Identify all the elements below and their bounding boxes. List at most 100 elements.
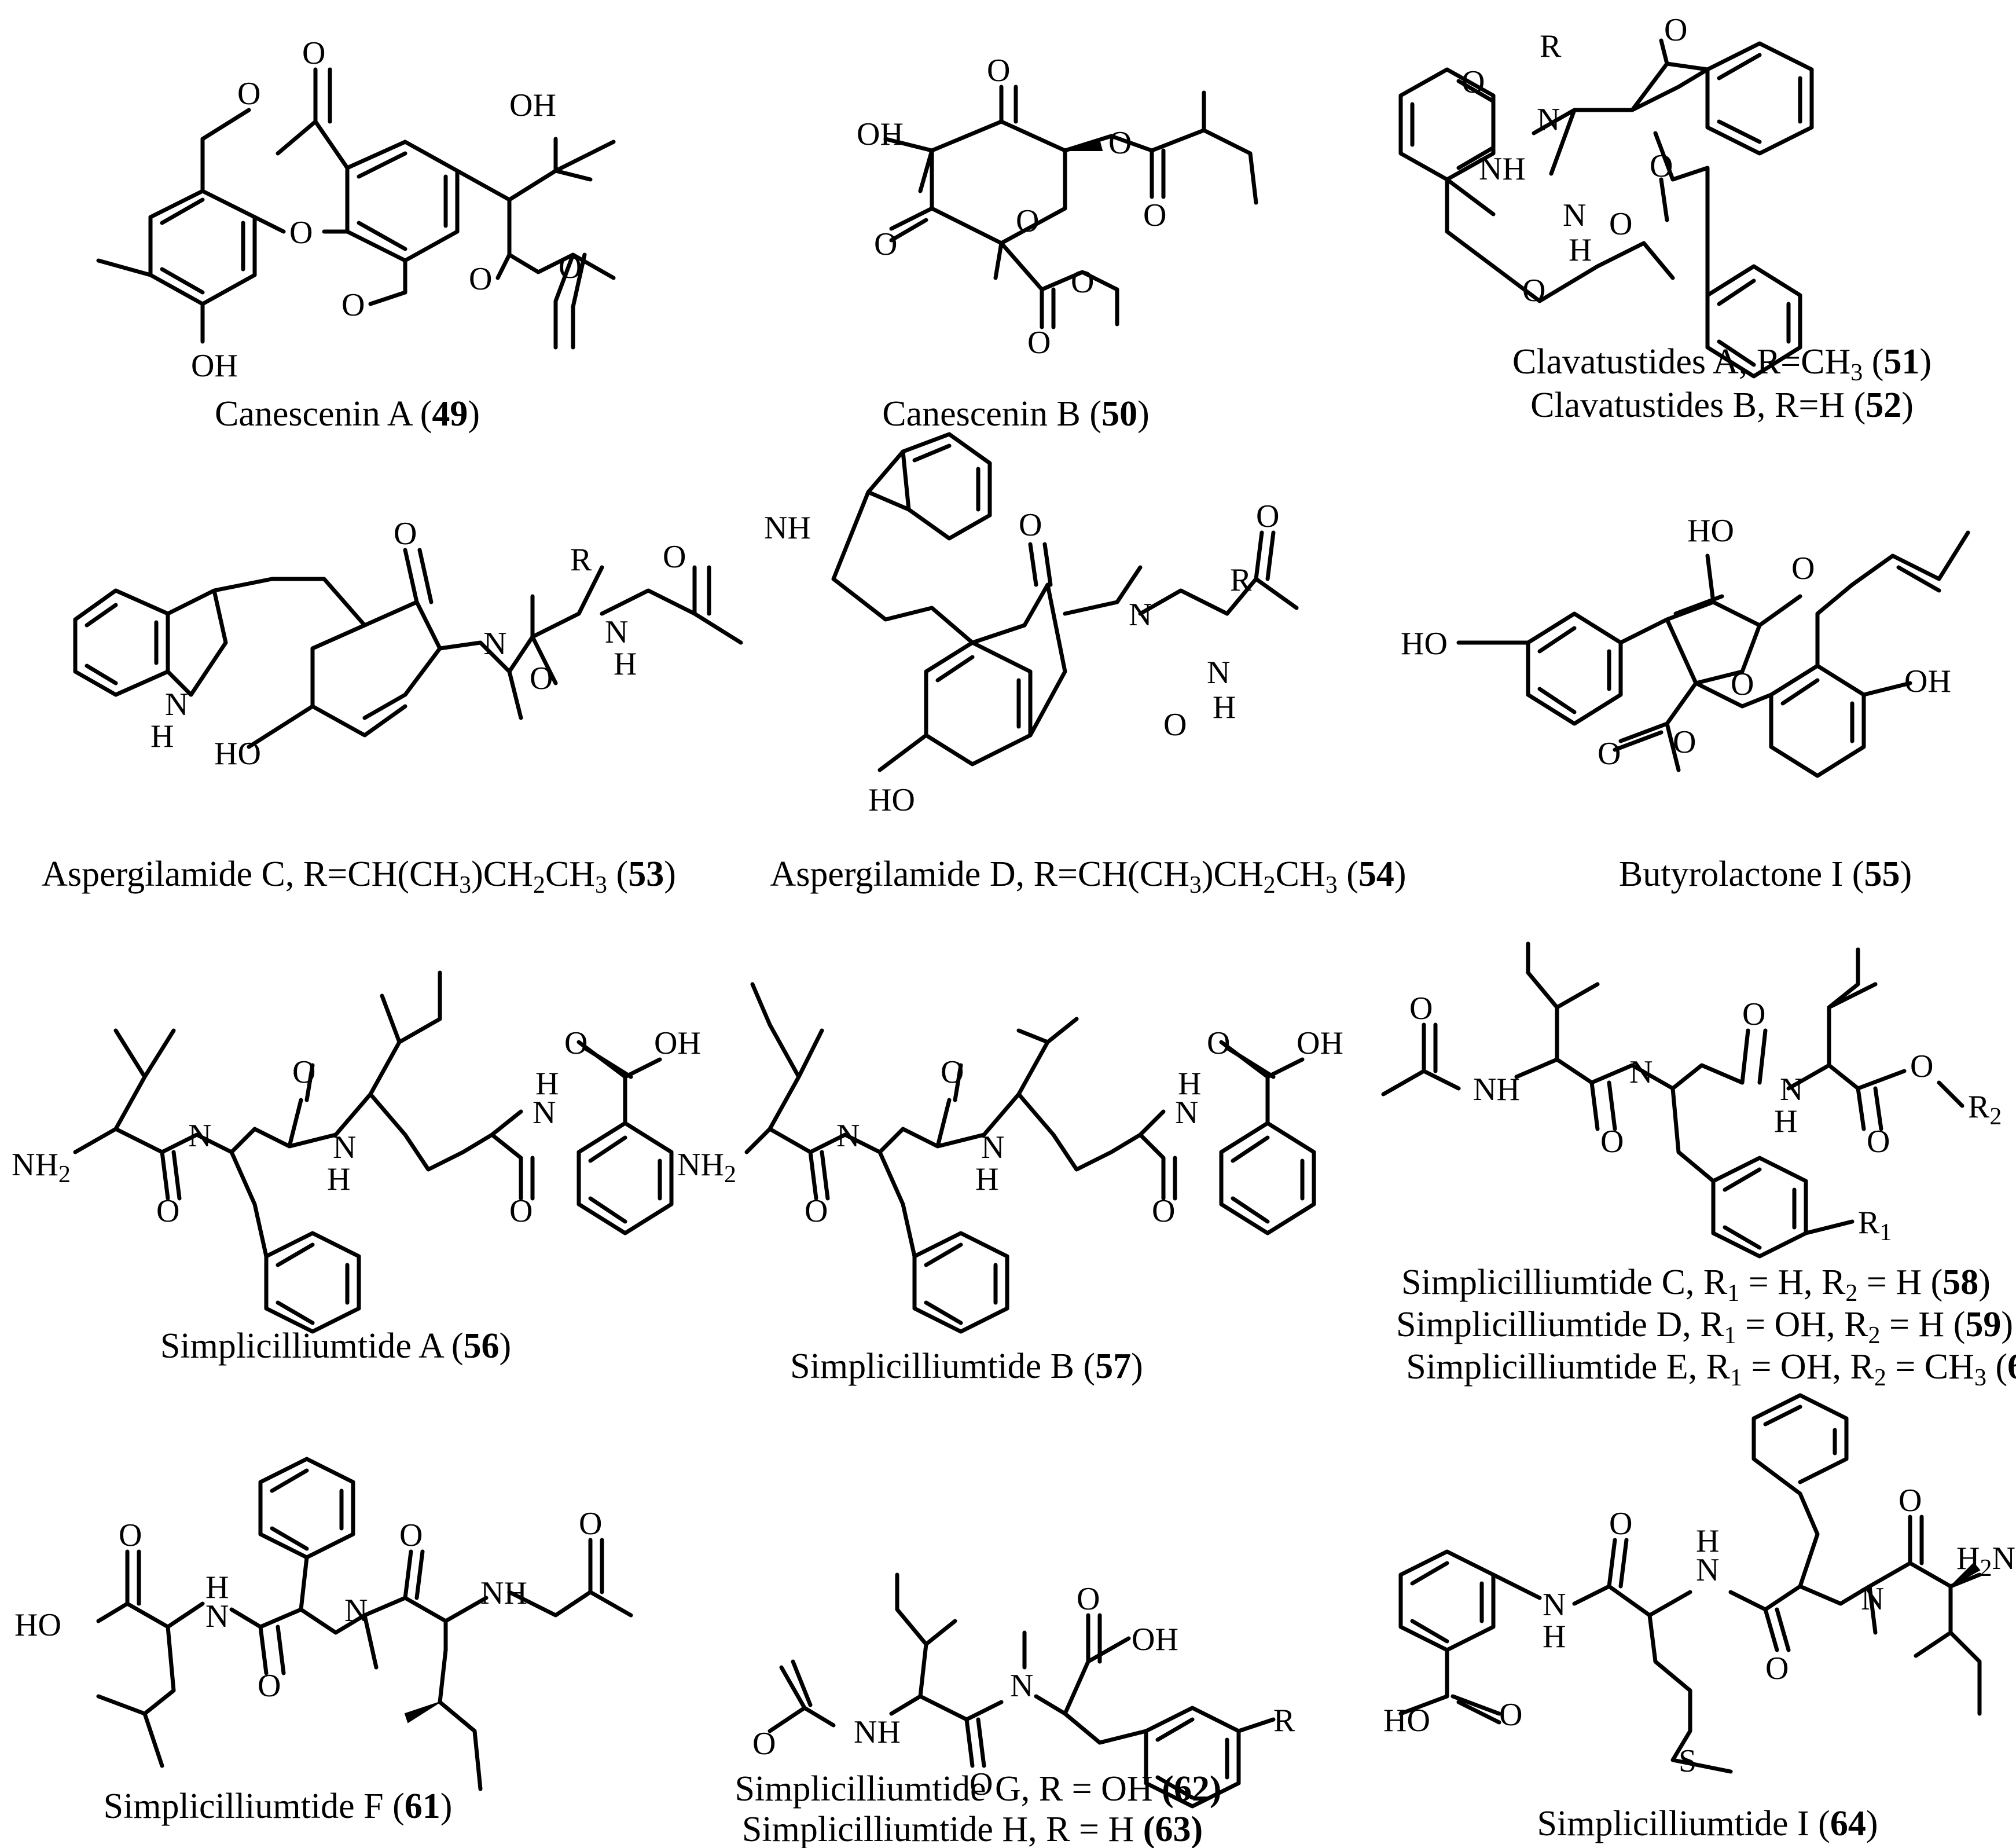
atom-ester-o: O [237,76,260,112]
atom-n-methyl: N [1010,1668,1033,1704]
atom-anilide-h: H [535,1066,559,1102]
atom-ester-o: O [1650,148,1673,184]
atom-n-methyl: N [344,1593,368,1629]
atom-oh: OH [191,348,238,384]
atom-o2: O [292,1054,315,1090]
atom-o3: O [509,1193,533,1229]
atom-nh2: NH2 [677,1147,736,1188]
atom-ketone-o2: O [874,226,897,262]
atom-anilide-n: N [533,1095,556,1131]
atom-ester-co: O [1598,736,1621,772]
caption-60: Simplicilliumtide E, R1 = OH, R2 = CH3 (… [1406,1347,2016,1391]
atom-n-methyl: N [1629,1054,1653,1090]
atom-anilide-n: N [1543,1587,1566,1623]
atom-o1: O [1600,1124,1624,1160]
atom-ho: HO [214,736,261,772]
atom-acetyl-o: O [579,1506,602,1542]
caption-49: Canescenin A (49) [215,394,480,434]
atom-carbonyl-o: O [1664,12,1687,48]
caption-62: Simplicilliumtide G, R = OH (62) [735,1769,1222,1809]
atom-oh: OH [1904,663,1951,699]
atom-o2: O [941,1054,964,1090]
atom-nh2: NH2 [12,1147,71,1188]
atom-methoxy-o: O [341,287,365,323]
caption-50: Canescenin B (50) [882,394,1149,434]
atom-nh-h: H [975,1161,998,1197]
atom-o1: O [258,1668,281,1704]
structure-clavatustides: R O N O NH O O N H O Clavatustides A, R=… [1398,12,1931,425]
atom-ester-o: O [1673,724,1696,760]
atom-ho-phenol: HO [1401,626,1448,662]
atom-acid-oh: OH [1297,1025,1343,1061]
caption-53: Aspergilamide C, R=CH(CH3)CH2CH3 (53) [42,855,676,899]
structure-aspergilamide-d: NH O N R O N H O HO Aspergilamide D, R=C… [764,432,1407,899]
caption-57: Simplicilliumtide B (57) [790,1347,1143,1386]
atom-r1: R1 [1858,1205,1892,1246]
atom-o1: O [970,1766,993,1802]
atom-n: N [1537,102,1560,138]
atom-acetyl-o: O [1256,498,1279,534]
atom-ho: HO [868,782,915,818]
structure-simplicilliumtides-c-e: O NH O N O N H O O R2 R1 Simplicilliumti… [1381,941,2016,1391]
caption-54: Aspergilamide D, R=CH(CH3)CH2CH3 (54) [770,855,1406,899]
caption-51: Clavatustides A, R=CH3 (51) [1512,342,1931,386]
atom-n-methyl: N [188,1118,211,1154]
structure-simplicilliumtide-f: HO O N H O N O NH O Simplicilliumtide F … [14,1457,633,1826]
atom-acetyl-o: O [1409,991,1433,1026]
atom-amide-o: O [530,661,553,696]
atom-ester-co: O [1609,206,1632,242]
structure-canescenin-a: O O O OH O OH O O Canescenin A (49) [96,35,616,434]
atom-nh-h: H [327,1161,350,1197]
atom-nh: NH [1473,1072,1520,1108]
caption-63: Simplicilliumtide H, R = H (63) [742,1810,1203,1848]
atom-nh-h: H [1696,1523,1719,1559]
atom-ketone-o: O [987,53,1010,89]
atom-acetate-o: O [469,261,492,297]
atom-ho-enol: HO [1687,513,1734,549]
atom-r: R [1273,1703,1295,1739]
atom-ester-co: O [1143,197,1166,233]
atom-ring-o: O [1731,666,1754,702]
atom-acetyl-o: O [663,539,686,575]
atom-r: R [1230,562,1252,598]
atom-o1: O [805,1193,828,1229]
atom-n: N [1129,597,1152,633]
atom-anilide-h: H [1543,1619,1566,1655]
caption-59: Simplicilliumtide D, R1 = OH, R2 = H (59… [1396,1305,2013,1349]
caption-64: Simplicilliumtide I (64) [1537,1804,1878,1843]
atom-nh-n: N [205,1598,229,1634]
atom-indole-n: N [165,687,188,723]
atom-lactone-co: O [1791,551,1815,586]
atom-methylester-co: O [1027,325,1051,361]
atom-n-methyl: N [1861,1581,1884,1617]
atom-nh: NH [1479,151,1526,187]
structure-simplicilliumtide-b: NH2 O N O N H O N H O OH Simplicilliumti… [677,982,1343,1386]
atom-acid-o: O [1207,1025,1230,1061]
caption-52: Clavatustides B, R=H (52) [1530,386,1914,425]
atom-carbonyl-o: O [302,35,325,71]
atom-acid-oh: OH [654,1025,701,1061]
atom-o2: O [399,1517,423,1553]
atom-ring-o: O [1016,203,1039,239]
atom-oh: OH [857,116,904,152]
atom-amide-o: O [1163,707,1187,743]
atom-o2: O [1765,1651,1789,1686]
atom-nh-n: N [333,1130,356,1165]
atom-o2: O [1742,996,1765,1032]
atom-acid-o: O [1077,1581,1100,1617]
atom-hn: NH [480,1575,527,1611]
atom-nh-h: H [1774,1103,1797,1139]
atom-methylester-o: O [1071,264,1094,300]
atom-acid-o: O [1499,1697,1522,1733]
atom-acid-oh: OH [1132,1622,1178,1658]
atom-h2n: H2N [1956,1541,2015,1582]
atom-nh-h: H [1213,690,1236,725]
structure-butyrolactone-i: HO O O HO O O OH Butyrolactone I (55) [1401,513,1970,894]
atom-ester-co: O [1867,1124,1890,1160]
atom-r: R [570,542,592,578]
atom-acetate-co: O [559,250,582,285]
structure-canescenin-b: OH O O O O O O O Canescenin B (50) [857,53,1258,434]
atom-nh-n: N [981,1130,1004,1165]
atom-o1: O [156,1193,179,1229]
